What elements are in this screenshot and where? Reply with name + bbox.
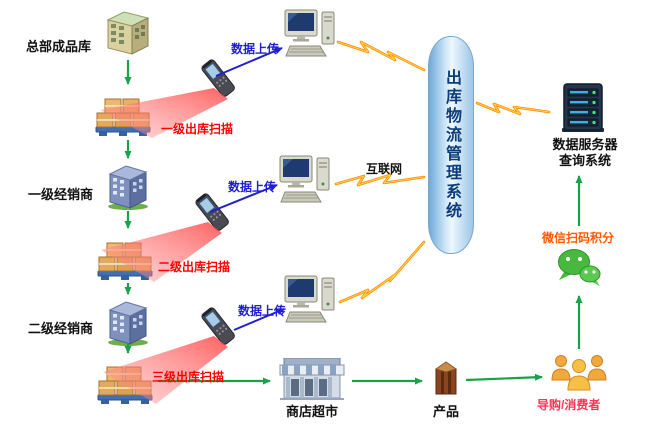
upload2-label: 数据上传 [228, 180, 277, 194]
internet-label: 互联网 [366, 162, 403, 176]
server-label: 数据服务器 查询系统 [552, 137, 618, 169]
handheld-scanner-icon-3 [198, 304, 240, 352]
distributor-building-icon-2 [105, 296, 151, 346]
store-label: 商店超市 [286, 404, 339, 419]
storefront-icon [276, 358, 348, 400]
warehouse-building-icon [102, 8, 154, 58]
consumer-label: 导购/消费者 [537, 398, 601, 412]
product-box-icon [430, 358, 462, 398]
hq-warehouse-label: 总部成品库 [26, 39, 92, 54]
product-label: 产品 [433, 404, 460, 419]
distributor-building-icon-1 [105, 160, 151, 210]
scan3-label: 三级出库扫描 [152, 370, 225, 384]
wechat-points-label: 微信扫码积分 [542, 231, 615, 245]
handheld-scanner-icon-2 [192, 190, 234, 238]
lightning-link-icon-4 [475, 101, 551, 116]
desktop-computer-icon-3 [284, 274, 338, 326]
lightning-link-icon-3 [338, 240, 426, 304]
scan2-label: 二级出库扫描 [158, 260, 231, 274]
lightning-link-icon-1 [336, 40, 426, 72]
pallet-boxes-icon-2 [96, 232, 154, 282]
arrow-product-to-consumer [465, 373, 543, 382]
desktop-computer-icon-2 [279, 154, 333, 206]
system-label: 出库物流管理系统 [443, 69, 460, 221]
wechat-icon [556, 247, 602, 289]
consumers-group-icon [549, 350, 609, 394]
pallet-boxes-icon-1 [94, 88, 152, 138]
pallet-boxes-icon-3 [96, 356, 154, 406]
scan1-label: 一级出库扫描 [161, 122, 234, 136]
system-cylinder: 出库物流管理系统 [428, 36, 474, 254]
desktop-computer-icon-1 [284, 8, 338, 60]
upload1-label: 数据上传 [231, 42, 280, 56]
upload3-label: 数据上传 [238, 304, 287, 318]
handheld-scanner-icon-1 [198, 56, 240, 104]
distributor1-label: 一级经销商 [28, 187, 94, 202]
server-rack-icon [552, 82, 614, 134]
distributor2-label: 二级经销商 [28, 321, 94, 336]
